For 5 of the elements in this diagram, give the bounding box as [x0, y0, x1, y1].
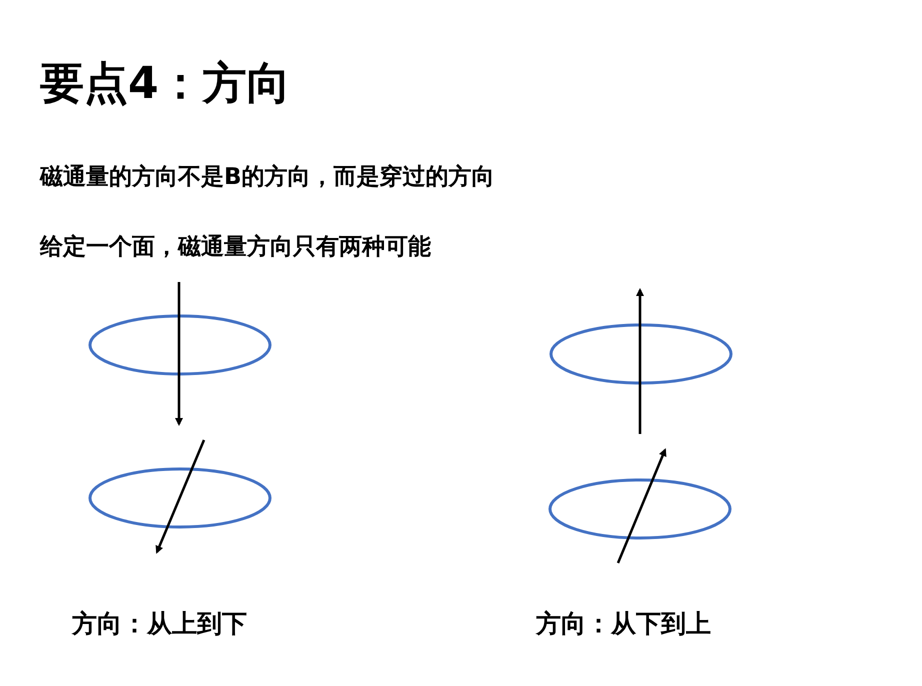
slide-title: 要点4：方向 [40, 57, 291, 111]
direction-caption: 方向：从下到上 [536, 608, 711, 640]
direction-caption: 方向：从上到下 [72, 608, 247, 640]
statement-text: 磁通量的方向不是B的方向，而是穿过的方向 [40, 163, 495, 192]
statement-text: 给定一个面，磁通量方向只有两种可能 [40, 233, 431, 262]
